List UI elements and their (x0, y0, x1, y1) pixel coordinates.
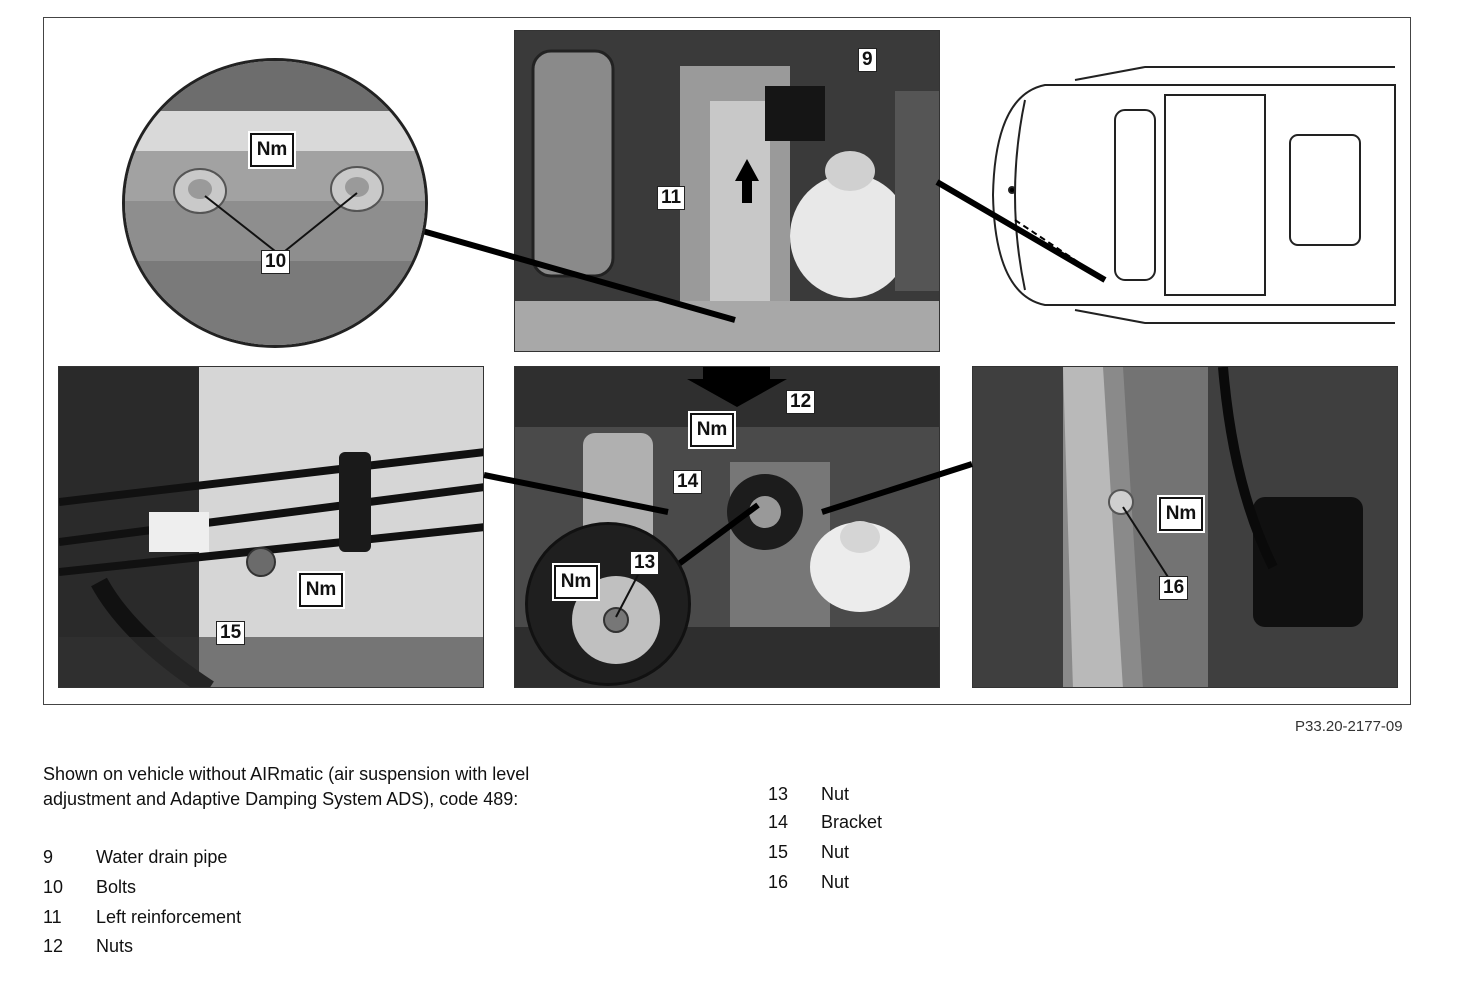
legend-label: Nut (821, 842, 850, 862)
torque-symbol: Nm (1157, 495, 1205, 533)
legend-number: 16 (768, 872, 789, 892)
vehicle-top-view (985, 55, 1405, 335)
detail-magnifier-nut: Nm 13 (525, 522, 691, 686)
callout-9: 9 (858, 48, 877, 72)
torque-symbol: Nm (297, 571, 345, 609)
callout-11: 11 (657, 186, 686, 210)
callout-14: 14 (673, 470, 703, 494)
legend-label: Bolts (96, 877, 137, 897)
legend-number: 15 (768, 842, 789, 862)
legend-number: 14 (768, 812, 789, 832)
photo-wheel-arch-right: Nm 16 (972, 366, 1398, 688)
callout-15: 15 (216, 621, 246, 645)
photo-underbody-left: Nm 15 (58, 366, 484, 688)
legend-label: Nut (821, 872, 850, 892)
callout-16: 16 (1159, 576, 1189, 600)
callout-10: 10 (261, 250, 291, 274)
legend-number: 12 (43, 936, 64, 956)
legend-number: 13 (768, 784, 789, 804)
photo-engine-bay-top: 9 11 (514, 30, 940, 352)
legend-number: 10 (43, 877, 64, 897)
torque-symbol: Nm (688, 411, 736, 449)
callout-12: 12 (786, 390, 816, 414)
legend-label: Water drain pipe (96, 847, 228, 867)
figure-caption: Shown on vehicle without AIRmatic (air s… (43, 764, 530, 809)
legend-number: 9 (43, 847, 54, 867)
legend-label: Left reinforcement (96, 907, 242, 927)
figure-reference-code: P33.20-2177-09 (1295, 718, 1403, 735)
legend-label: Nuts (96, 936, 134, 956)
detail-magnifier-bolts: Nm 10 (122, 58, 428, 348)
torque-symbol: Nm (248, 131, 296, 169)
callout-13: 13 (630, 551, 660, 575)
torque-symbol: Nm (552, 563, 600, 601)
legend-number: 11 (43, 907, 62, 927)
legend-label: Bracket (821, 812, 883, 832)
legend-label: Nut (821, 784, 850, 804)
